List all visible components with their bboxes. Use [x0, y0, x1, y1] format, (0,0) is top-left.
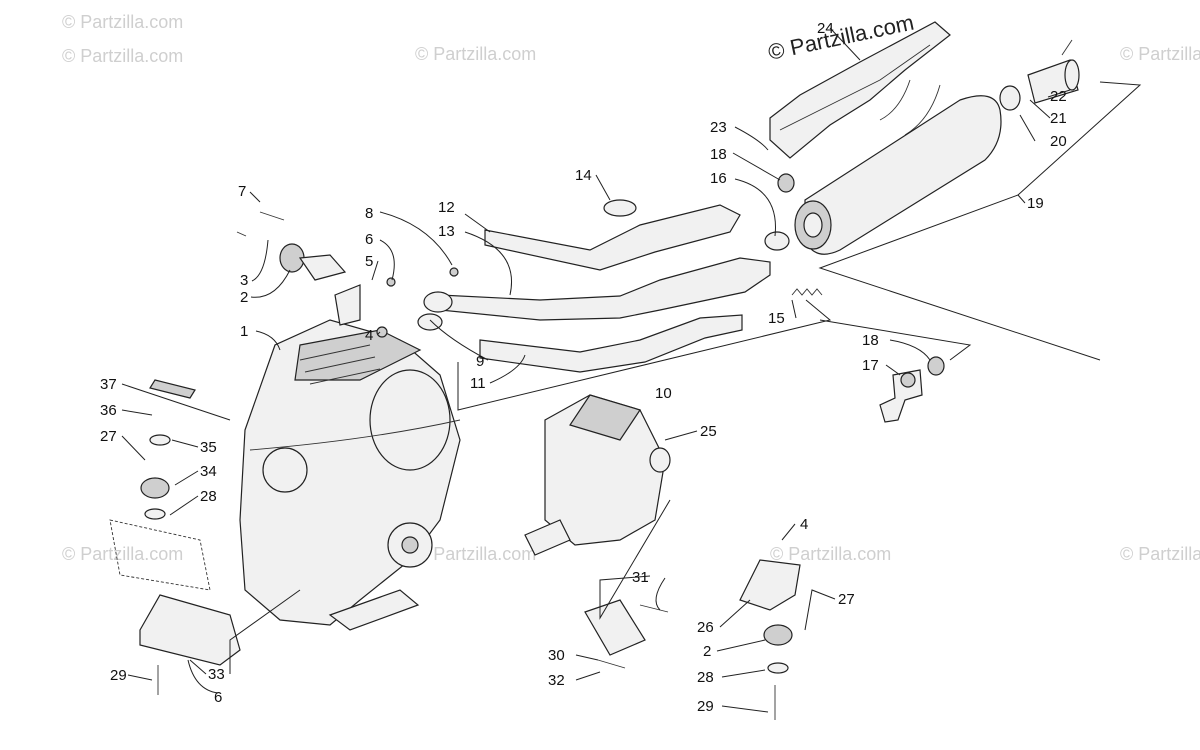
callout-13: 13: [438, 223, 455, 240]
callout-18: 18: [710, 146, 727, 163]
callout-32: 32: [548, 672, 565, 689]
callout-10: 10: [655, 385, 672, 402]
watermark: © Partzilla.com: [1120, 544, 1200, 564]
engine-mount-left: [109, 434, 241, 666]
watermark: © Partzilla.com: [415, 44, 536, 64]
heat-shield: [769, 21, 951, 159]
watermark: © Partzilla.com: [1120, 44, 1200, 64]
watermark: © Partzilla.com: [415, 544, 536, 564]
callout-37: 37: [100, 376, 117, 393]
engine: [239, 319, 461, 631]
callout-8: 8: [365, 205, 373, 222]
callout-34: 34: [200, 463, 217, 480]
callout-28: 28: [200, 488, 217, 505]
callout-labels: 1 2 3 4 5 6 7 8 9 10 11 12 13 14 15 16 1…: [100, 20, 1067, 715]
callout-18b: 18: [862, 332, 879, 349]
callout-6: 6: [365, 231, 373, 248]
callout-17: 17: [862, 357, 879, 374]
tailpipe-parts: [999, 39, 1080, 111]
clamp: [603, 199, 637, 217]
callout-26: 26: [697, 619, 714, 636]
exhaust-pipes: [417, 204, 771, 373]
bolts: [157, 604, 776, 720]
watermark: © Partzilla.com: [62, 46, 183, 66]
callout-29b: 29: [697, 698, 714, 715]
callout-24: 24: [817, 20, 834, 37]
callout-16: 16: [710, 170, 727, 187]
callout-31: 31: [632, 569, 649, 586]
callout-7: 7: [238, 183, 246, 200]
callout-6b: 6: [214, 689, 222, 706]
callout-28b: 28: [697, 669, 714, 686]
callout-2b: 2: [703, 643, 711, 660]
transmission: [524, 394, 671, 556]
callout-14: 14: [575, 167, 592, 184]
gasket: [149, 379, 196, 399]
callout-33: 33: [208, 666, 225, 683]
callout-12: 12: [438, 199, 455, 216]
callout-25: 25: [700, 423, 717, 440]
callout-4: 4: [365, 327, 373, 344]
callout-19: 19: [1027, 195, 1044, 212]
spring: [791, 288, 823, 296]
callout-2: 2: [240, 289, 248, 306]
callout-29: 29: [110, 667, 127, 684]
callout-27: 27: [100, 428, 117, 445]
callout-15: 15: [768, 310, 785, 327]
callout-5: 5: [365, 253, 373, 270]
small-hardware: [236, 211, 459, 338]
watermark: © Partzilla.com: [62, 544, 183, 564]
callout-9: 9: [476, 353, 484, 370]
callout-21: 21: [1050, 110, 1067, 127]
callout-30: 30: [548, 647, 565, 664]
callout-3: 3: [240, 272, 248, 289]
engine-mount-right: [584, 559, 801, 674]
callout-23: 23: [710, 119, 727, 136]
leader-lines: [121, 27, 1142, 713]
muffler-bracket: [879, 369, 923, 423]
callout-35: 35: [200, 439, 217, 456]
watermark: © Partzilla.com: [770, 544, 891, 564]
bushing: [777, 173, 945, 376]
callout-36: 36: [100, 402, 117, 419]
callout-20: 20: [1050, 133, 1067, 150]
callout-4b: 4: [800, 516, 808, 533]
watermark-group: © Partzilla.com © Partzilla.com © Partzi…: [62, 12, 1200, 564]
callout-1: 1: [240, 323, 248, 340]
watermark: © Partzilla.com: [62, 12, 183, 32]
callout-22: 22: [1050, 88, 1067, 105]
muffler: [764, 95, 1002, 255]
callout-27b: 27: [838, 591, 855, 608]
callout-11: 11: [470, 375, 486, 392]
